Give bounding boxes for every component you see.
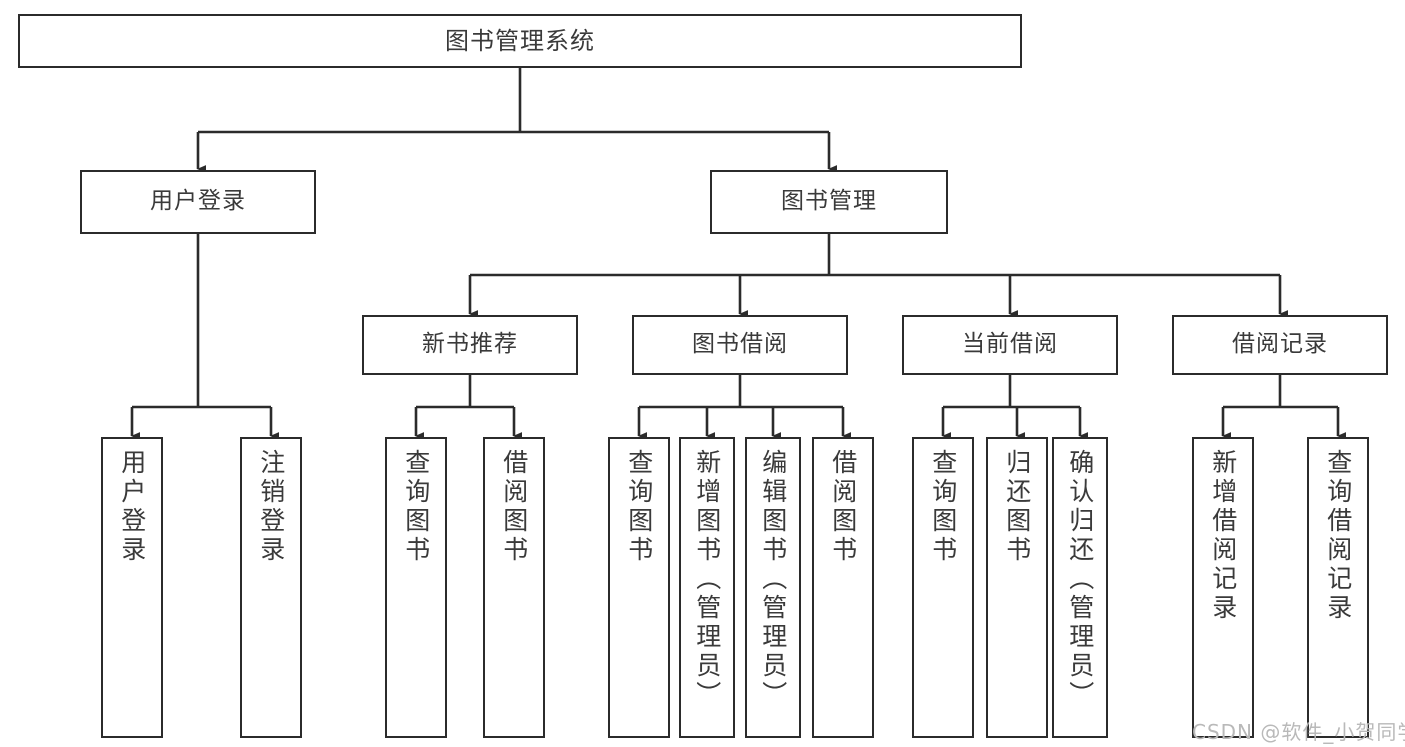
node-label: 查询图书 bbox=[928, 449, 958, 565]
node-label: 新增借阅记录 bbox=[1208, 449, 1238, 623]
node-l11[interactable]: 确认归还（管理员） bbox=[1052, 437, 1108, 738]
node-label: 编辑图书（管理员） bbox=[758, 449, 788, 710]
node-label: 图书管理 bbox=[781, 188, 877, 215]
node-l9[interactable]: 查询图书 bbox=[912, 437, 974, 738]
node-label: 新书推荐 bbox=[422, 331, 518, 358]
node-l6[interactable]: 新增图书（管理员） bbox=[679, 437, 735, 738]
node-label: 确认归还（管理员） bbox=[1065, 449, 1095, 710]
node-label: 当前借阅 bbox=[962, 331, 1058, 358]
node-label: 查询图书 bbox=[401, 449, 431, 565]
node-label: 用户登录 bbox=[150, 188, 246, 215]
node-bookmgmt[interactable]: 图书管理 bbox=[710, 170, 948, 234]
node-l5[interactable]: 查询图书 bbox=[608, 437, 670, 738]
node-l12[interactable]: 新增借阅记录 bbox=[1192, 437, 1254, 738]
node-l13[interactable]: 查询借阅记录 bbox=[1307, 437, 1369, 738]
node-l4[interactable]: 借阅图书 bbox=[483, 437, 545, 738]
node-root[interactable]: 图书管理系统 bbox=[18, 14, 1022, 68]
node-l10[interactable]: 归还图书 bbox=[986, 437, 1048, 738]
node-l7[interactable]: 编辑图书（管理员） bbox=[745, 437, 801, 738]
node-label: 图书管理系统 bbox=[445, 26, 595, 55]
node-label: 图书借阅 bbox=[692, 331, 788, 358]
node-newbook[interactable]: 新书推荐 bbox=[362, 315, 578, 375]
node-label: 归还图书 bbox=[1002, 449, 1032, 565]
edge-group bbox=[130, 68, 1346, 440]
node-record[interactable]: 借阅记录 bbox=[1172, 315, 1388, 375]
node-label: 查询图书 bbox=[624, 449, 654, 565]
node-l1[interactable]: 用户登录 bbox=[101, 437, 163, 738]
node-label: 查询借阅记录 bbox=[1323, 449, 1353, 623]
node-borrow[interactable]: 图书借阅 bbox=[632, 315, 848, 375]
node-label: 借阅记录 bbox=[1232, 331, 1328, 358]
node-current[interactable]: 当前借阅 bbox=[902, 315, 1118, 375]
node-label: 借阅图书 bbox=[828, 449, 858, 565]
node-label: 用户登录 bbox=[117, 449, 147, 565]
node-label: 新增图书（管理员） bbox=[692, 449, 722, 710]
node-l8[interactable]: 借阅图书 bbox=[812, 437, 874, 738]
node-login[interactable]: 用户登录 bbox=[80, 170, 316, 234]
node-label: 注销登录 bbox=[256, 449, 286, 565]
node-l2[interactable]: 注销登录 bbox=[240, 437, 302, 738]
node-label: 借阅图书 bbox=[499, 449, 529, 565]
node-l3[interactable]: 查询图书 bbox=[385, 437, 447, 738]
